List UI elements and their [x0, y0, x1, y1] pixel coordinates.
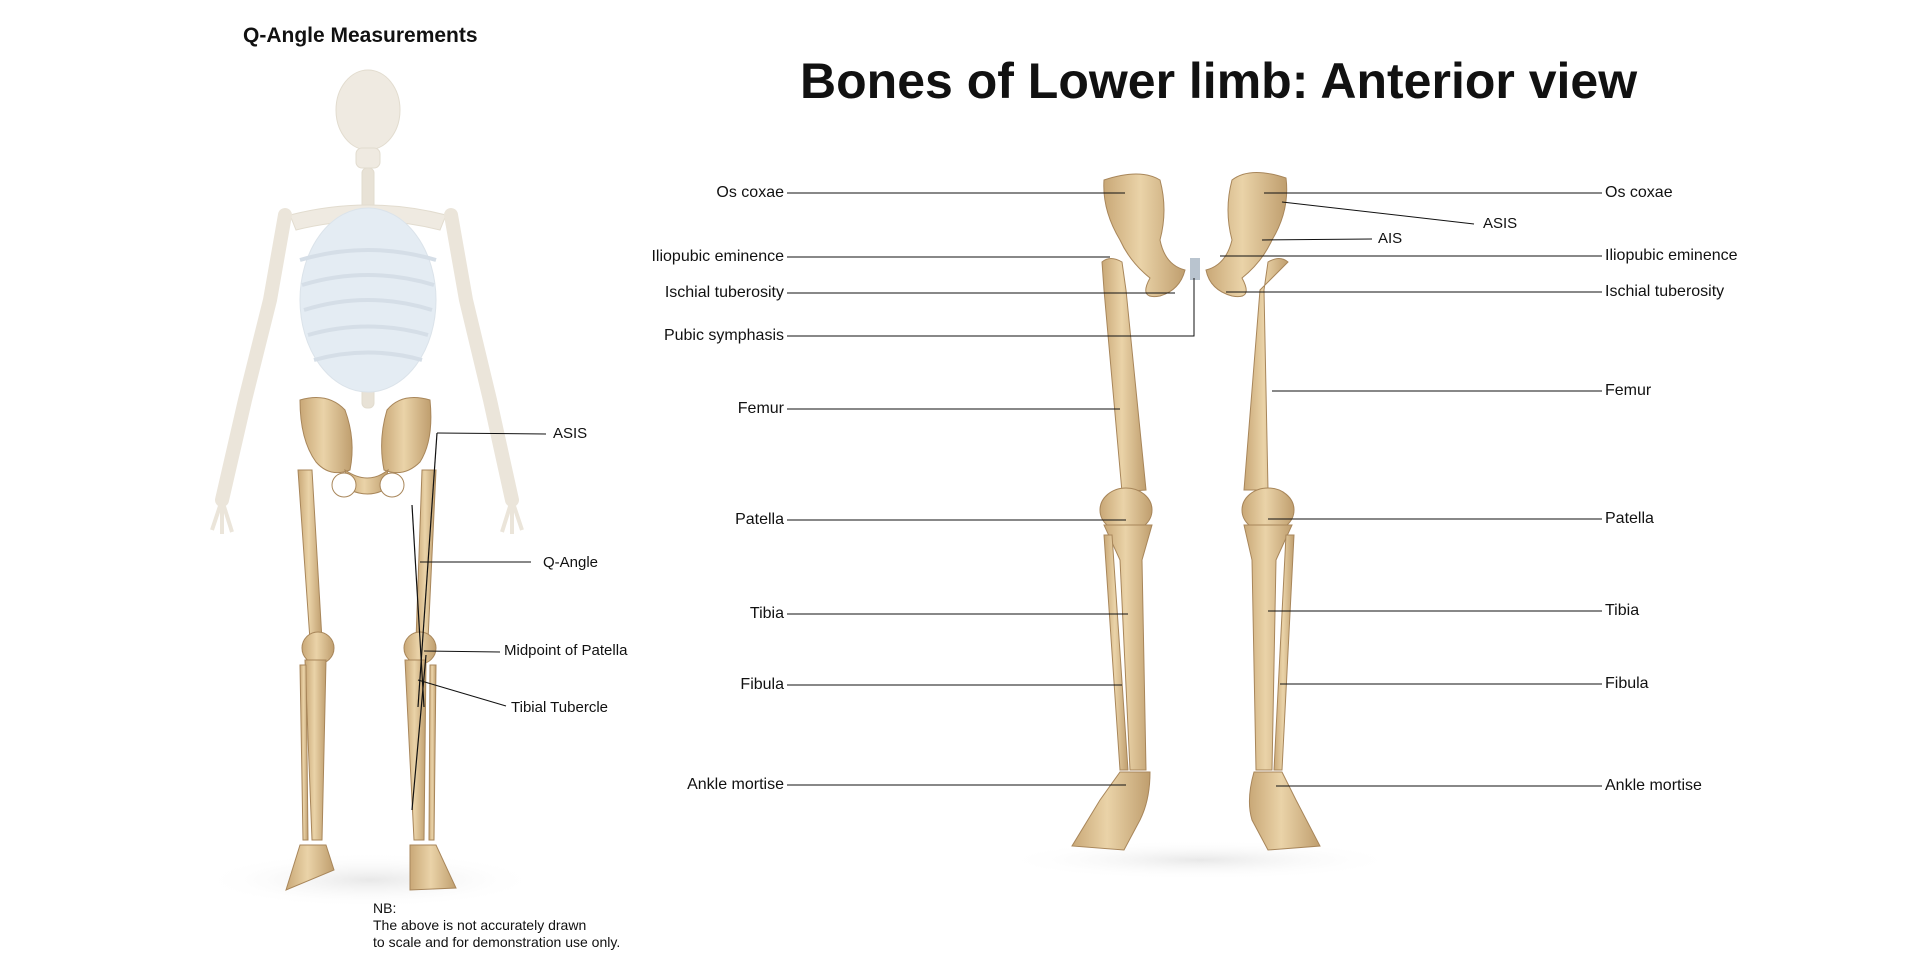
- left-foot: [1071, 771, 1151, 851]
- label-asis-right: ASIS: [1483, 215, 1518, 232]
- label-pubic-symphasis: Pubic symphasis: [663, 327, 784, 344]
- q-angle-skeleton: [200, 69, 547, 908]
- q-legs: [285, 469, 457, 891]
- label-os-coxae-right: Os coxae: [1605, 184, 1673, 201]
- lower-limb-bones: [787, 172, 1602, 880]
- left-femur: [1101, 258, 1147, 493]
- q-pelvis: [299, 397, 432, 498]
- label-fibula-left: Fibula: [740, 676, 784, 693]
- main-right-leaders: [1220, 192, 1602, 787]
- q-leaders: [417, 432, 547, 707]
- left-fibula: [1103, 534, 1129, 771]
- label-ankle-mortise-left: Ankle mortise: [687, 776, 784, 793]
- right-tibia: [1243, 524, 1293, 771]
- label-patella-left: Patella: [735, 511, 784, 528]
- skull: [335, 69, 401, 151]
- label-patella-right: Patella: [1605, 510, 1654, 527]
- label-tibia-left: Tibia: [749, 605, 784, 622]
- label-ischial-tuberosity-left: Ischial tuberosity: [664, 284, 784, 301]
- q-label-asis: ASIS: [553, 425, 588, 442]
- note-heading: NB:: [373, 900, 397, 916]
- note-line-1: The above is not accurately drawn: [373, 917, 587, 933]
- q-angle-lines: [411, 432, 438, 811]
- note-line-2: to scale and for demonstration use only.: [373, 934, 621, 950]
- main-title: Bones of Lower limb: Anterior view: [800, 53, 1638, 109]
- label-femur-right: Femur: [1605, 382, 1652, 399]
- label-iliopubic-eminence-right: Iliopubic eminence: [1605, 247, 1738, 264]
- q-angle-title: Q-Angle Measurements: [243, 24, 478, 47]
- pubic-symphysis: [1190, 258, 1200, 280]
- label-iliopubic-eminence-left: Iliopubic eminence: [651, 248, 784, 265]
- disclaimer-note: NB: The above is not accurately drawn to…: [373, 900, 620, 951]
- label-ais: AIS: [1378, 230, 1403, 247]
- left-tibia: [1103, 524, 1153, 771]
- right-os-coxae: [1205, 172, 1288, 298]
- label-ischial-tuberosity-right: Ischial tuberosity: [1605, 283, 1725, 300]
- q-label-q-angle: Q-Angle: [543, 554, 599, 571]
- right-femur: [1243, 258, 1289, 491]
- ghost-upper-body: [210, 69, 524, 534]
- label-femur-left: Femur: [737, 400, 784, 417]
- label-tibia-right: Tibia: [1605, 602, 1640, 619]
- q-label-midpoint-patella: Midpoint of Patella: [504, 642, 628, 659]
- right-foot: [1248, 771, 1321, 851]
- label-os-coxae-left: Os coxae: [716, 184, 784, 201]
- left-os-coxae: [1103, 173, 1186, 298]
- main-left-leaders: [787, 192, 1195, 786]
- q-label-tibial-tubercle: Tibial Tubercle: [511, 699, 608, 716]
- label-ankle-mortise-right: Ankle mortise: [1605, 777, 1702, 794]
- label-fibula-right: Fibula: [1605, 675, 1649, 692]
- left-knee: [301, 631, 335, 665]
- right-fibula: [1273, 534, 1295, 771]
